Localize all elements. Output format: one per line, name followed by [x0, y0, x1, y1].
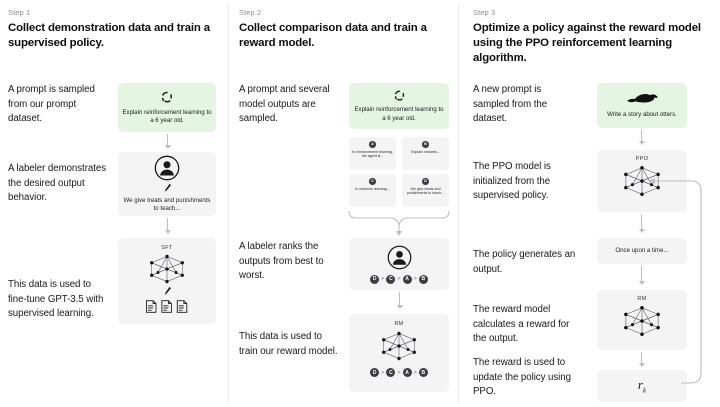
step-2-paragraph-2: A labeler ranks the outputs from best to…: [239, 241, 324, 282]
step-3-output-text: Once upon a time...: [615, 246, 669, 254]
output-badge-b: B: [422, 141, 429, 148]
rank-gt-3: >: [413, 276, 417, 282]
step-3-header: Step 3 Optimize a policy against the rew…: [473, 8, 712, 67]
step-3-paragraph-1: A new prompt is sampled from the dataset…: [473, 84, 548, 125]
rm-badge-2: C: [386, 368, 396, 377]
rm-badge-3: A: [402, 368, 412, 377]
step-1-prompt-text: Explain reinforcement learning to a 6 ye…: [122, 108, 212, 124]
refresh-cycle-icon: [393, 89, 406, 102]
step-1-arrow-1: [164, 134, 171, 149]
step-1-sft-card: SFT: [118, 238, 216, 324]
step-1-header: Step 1 Collect demonstration data and tr…: [8, 8, 220, 51]
step-2-arrow-2: [396, 292, 403, 309]
step-1-paragraph-3: This data is used to fine-tune GPT-3.5 w…: [8, 279, 104, 320]
step-2-column: Step 2 Collect comparison data and train…: [229, 0, 458, 407]
step-3-arrow-2: [638, 214, 645, 233]
pencil-icon: [163, 286, 172, 297]
output-badge-d: D: [422, 178, 429, 185]
output-text-a: In reinforcement learning, the agent is.…: [352, 149, 393, 159]
output-card-d: D We give treats and punishments to teac…: [402, 174, 449, 207]
step-1-paragraph-1: A prompt is sampled from our prompt data…: [8, 84, 95, 125]
pencil-icon: [163, 183, 172, 194]
step-3-prompt-text: Write a story about otters.: [607, 111, 677, 119]
reward-symbol-subscript: k: [642, 386, 647, 395]
rank-badge-4: B: [418, 274, 428, 284]
step-2-label: Step 2: [239, 8, 262, 17]
output-card-a: A In reinforcement learning, the agent i…: [349, 137, 396, 170]
column-divider-2: [458, 4, 459, 403]
rank-gt-1: >: [381, 276, 385, 282]
column-divider-1: [228, 4, 229, 403]
step-1-labeler-card: We give treats and punishments to teach.…: [118, 152, 216, 216]
step-1-column: Step 1 Collect demonstration data and tr…: [0, 0, 228, 407]
rm-gt-1: >: [381, 369, 385, 376]
rank-badge-3: A: [402, 274, 412, 284]
ppo-feedback-loop: [641, 178, 711, 388]
step-2-ranking-card: D > C > A > B: [349, 238, 449, 290]
step-1-label: Step 1: [8, 8, 31, 17]
step-1-paragraph-2: A labeler demonstrates the desired outpu…: [8, 163, 106, 204]
person-circle-icon: [154, 155, 180, 181]
step-3-arrow-4: [638, 352, 645, 367]
neural-network-icon: [620, 164, 664, 198]
refresh-cycle-icon: [160, 90, 174, 104]
neural-network-icon: [146, 253, 188, 285]
step-1-labeler-text: We give treats and punishments to teach.…: [123, 196, 211, 212]
step-3-paragraph-3: The policy generates an output.: [473, 249, 576, 275]
step-3-arrow-1: [638, 130, 645, 145]
output-badge-a: A: [369, 141, 376, 148]
output-text-d: We give treats and punishments to teach.…: [406, 186, 445, 196]
rm-gt-3: >: [413, 369, 417, 376]
step-1-sft-label: SFT: [161, 245, 173, 251]
step-2-prompt-text: Explain reinforcement learning to a 6 ye…: [354, 106, 444, 122]
person-circle-icon: [387, 245, 412, 270]
output-badge-c: C: [369, 178, 376, 185]
step-3-rm-card: RM: [597, 290, 687, 350]
step-3-arrow-3: [638, 266, 645, 285]
step-2-paragraph-3: This data is used to train our reward mo…: [239, 331, 338, 357]
step-3-prompt-card: Write a story about otters.: [597, 83, 687, 128]
step-3-paragraph-2: The PPO model is initialized from the su…: [473, 161, 551, 202]
step-2-brace-arrow: [347, 209, 451, 237]
step-1-title: Collect demonstration data and train a s…: [8, 22, 210, 50]
step-2-paragraph-1: A prompt and several model outputs are s…: [239, 84, 330, 125]
output-card-b: B Explain rewards...: [402, 137, 449, 170]
step-2-rm-card: RM: [349, 314, 449, 392]
neural-network-icon: [378, 330, 420, 362]
step-2-prompt-card: Explain reinforcement learning to a 6 ye…: [349, 83, 449, 129]
reward-symbol-base: r: [637, 377, 643, 393]
rm-badge-4: B: [418, 368, 428, 377]
rank-badge-1: D: [370, 274, 380, 284]
step-3-reward-card: rk: [597, 370, 687, 402]
rank-badge-2: C: [386, 274, 396, 284]
otter-icon: [625, 91, 659, 105]
output-text-b: Explain rewards...: [411, 149, 440, 154]
step-3-column: Step 3 Optimize a policy against the rew…: [459, 0, 720, 407]
step-3-ppo-label: PPO: [635, 156, 649, 162]
step-3-output-card: Once upon a time...: [597, 238, 687, 264]
documents-icon: [145, 299, 189, 314]
step-3-rm-label: RM: [637, 296, 647, 302]
rm-gt-2: >: [397, 369, 401, 376]
step-3-paragraph-4: The reward model calculates a reward for…: [473, 304, 570, 345]
output-card-c: C In machine learning...: [349, 174, 396, 207]
rm-order-row: D > C > A > B: [370, 368, 428, 377]
step-1-prompt-card: Explain reinforcement learning to a 6 ye…: [118, 83, 216, 132]
output-text-c: In machine learning...: [355, 186, 390, 191]
step-3-title: Optimize a policy against the reward mod…: [473, 22, 701, 65]
step-1-arrow-2: [164, 218, 171, 234]
rank-gt-2: >: [397, 276, 401, 282]
ranking-order-row: D > C > A > B: [370, 274, 428, 284]
step-3-paragraph-5: The reward is used to update the policy …: [473, 357, 571, 398]
rm-badge-1: D: [370, 368, 380, 377]
step-3-ppo-card: PPO: [597, 150, 687, 212]
step-3-label: Step 3: [473, 8, 496, 17]
step-2-header: Step 2 Collect comparison data and train…: [239, 8, 450, 51]
neural-network-icon: [620, 304, 664, 338]
step-2-rm-label: RM: [394, 321, 404, 327]
reward-symbol: rk: [638, 377, 646, 395]
step-2-title: Collect comparison data and train a rewa…: [239, 22, 427, 50]
